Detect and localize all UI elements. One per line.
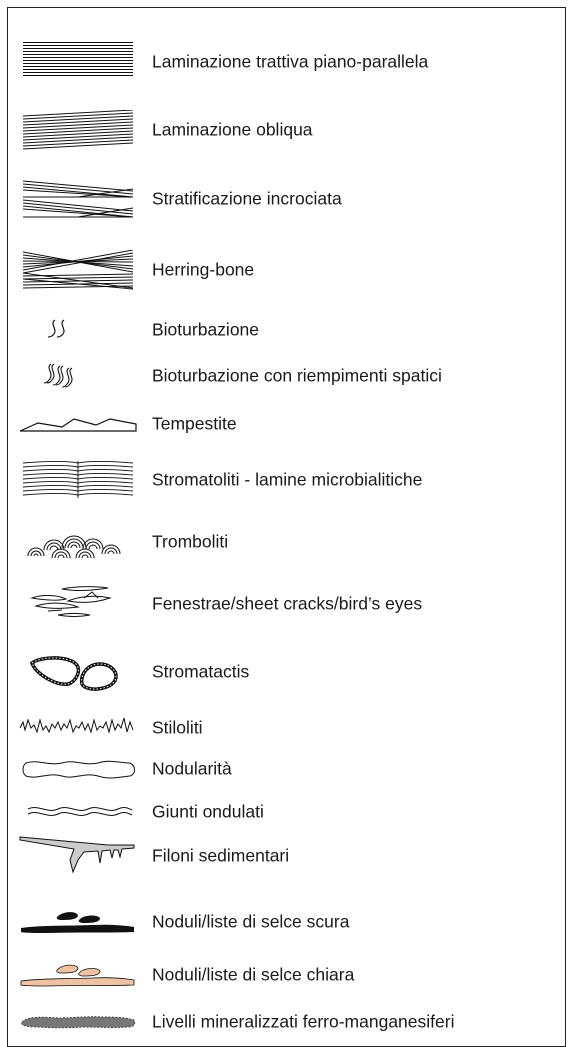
stromatoliti-symbol <box>18 460 138 500</box>
stiloliti-symbol <box>18 708 138 748</box>
legend-label: Stiloliti <box>152 718 203 739</box>
legend-label: Livelli mineralizzati ferro-manganesifer… <box>152 1012 454 1033</box>
legend-label: Tempestite <box>152 414 237 435</box>
legend-label: Stromatoliti - lamine microbialitiche <box>152 470 422 491</box>
legend-row-nodularita: Nodularità <box>0 749 574 789</box>
legend-label: Nodularità <box>152 759 232 780</box>
giunti-symbol <box>18 792 138 832</box>
legend-label: Laminazione obliqua <box>152 120 313 141</box>
stromatactis-symbol <box>18 652 138 692</box>
legend-label: Bioturbazione con riempimenti spatici <box>152 366 442 387</box>
filoni-symbol <box>18 836 138 876</box>
legend-row-selce-chiara: Noduli/liste di selce chiara <box>0 955 574 995</box>
livelli-ferro-symbol <box>18 1002 138 1042</box>
legend-row-bioturbazione-spatici: Bioturbazione con riempimenti spatici <box>0 356 574 396</box>
legend-row-herring-bone: Herring-bone <box>0 250 574 290</box>
strat-incrociata-symbol <box>18 179 138 219</box>
legend-row-lam-trattiva: Laminazione trattiva piano-parallela <box>0 42 574 82</box>
tempestite-symbol <box>18 404 138 444</box>
legend-row-tempestite: Tempestite <box>0 404 574 444</box>
legend-row-livelli-ferro: Livelli mineralizzati ferro-manganesifer… <box>0 1002 574 1042</box>
fenestrae-symbol <box>18 584 138 624</box>
legend-label: Stratificazione incrociata <box>152 189 342 210</box>
legend-row-fenestrae: Fenestrae/sheet cracks/bird’s eyes <box>0 584 574 624</box>
legend-label: Fenestrae/sheet cracks/bird’s eyes <box>152 594 422 615</box>
lam-trattiva-symbol <box>18 42 138 82</box>
legend-label: Stromatactis <box>152 662 249 683</box>
legend-row-stromatoliti: Stromatoliti - lamine microbialitiche <box>0 460 574 500</box>
legend-row-stromatactis: Stromatactis <box>0 652 574 692</box>
legend-label: Tromboliti <box>152 532 228 553</box>
legend-label: Noduli/liste di selce scura <box>152 912 349 933</box>
nodularita-symbol <box>18 749 138 789</box>
herring-bone-symbol <box>18 250 138 290</box>
selce-scura-symbol <box>18 902 138 942</box>
legend-row-filoni: Filoni sedimentari <box>0 836 574 876</box>
legend-row-tromboliti: Tromboliti <box>0 522 574 562</box>
lam-obliqua-symbol <box>18 110 138 150</box>
bioturbazione-symbol <box>18 310 138 350</box>
legend-label: Laminazione trattiva piano-parallela <box>152 52 428 73</box>
legend-row-bioturbazione: Bioturbazione <box>0 310 574 350</box>
tromboliti-symbol <box>18 522 138 562</box>
legend-label: Bioturbazione <box>152 320 259 341</box>
legend-label: Herring-bone <box>152 260 254 281</box>
legend-row-stiloliti: Stiloliti <box>0 708 574 748</box>
selce-chiara-symbol <box>18 955 138 995</box>
legend-label: Giunti ondulati <box>152 802 264 823</box>
legend-row-strat-incrociata: Stratificazione incrociata <box>0 179 574 219</box>
legend-row-giunti: Giunti ondulati <box>0 792 574 832</box>
legend-label: Noduli/liste di selce chiara <box>152 965 354 986</box>
bioturbazione-spatici-symbol <box>18 356 138 396</box>
legend-label: Filoni sedimentari <box>152 846 289 867</box>
legend-row-selce-scura: Noduli/liste di selce scura <box>0 902 574 942</box>
legend-row-lam-obliqua: Laminazione obliqua <box>0 110 574 150</box>
